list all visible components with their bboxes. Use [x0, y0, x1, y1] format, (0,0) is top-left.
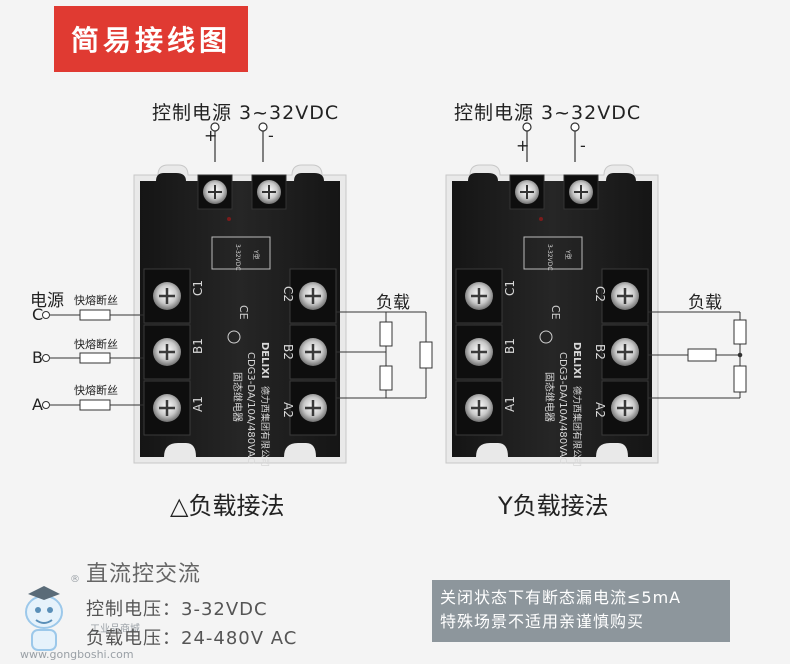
control-wires-wye: [522, 122, 580, 162]
fuse-label-a: 快熔断丝: [74, 384, 118, 397]
plus-terminal-label-wye: +: [516, 136, 530, 155]
caption-delta: △负载接法: [170, 492, 285, 520]
terminal-label-a1: A1: [191, 396, 205, 412]
caption-wye: Y负载接法: [498, 492, 609, 520]
watermark-mascot: ® 工业品商城 www.gongboshi.com: [14, 572, 144, 661]
notice-line-2: 特殊场景不适用亲谨慎购买: [440, 612, 645, 631]
module-type-text: 固态继电器: [543, 372, 556, 422]
spec-control-voltage: 控制电压：3-32VDC: [86, 599, 268, 620]
load-label-delta: 负载: [376, 293, 410, 313]
module-maker-text: 德力西集团有限公司: [259, 386, 271, 467]
module-y-mark: Y型: [252, 249, 260, 260]
terminal-label-a1: A1: [503, 396, 517, 412]
terminal-label-c1: C1: [191, 280, 205, 296]
plus-terminal-label-delta: +: [204, 126, 218, 145]
minus-terminal-label-delta: -: [268, 126, 274, 145]
fuse-c: [79, 309, 111, 321]
watermark-name: 工业品商城: [90, 624, 140, 635]
module-model-text: CDG3-DA/10A/480VAC: [557, 352, 568, 464]
spec-title: 直流控交流: [86, 562, 202, 587]
module-text-delta: C1 B1 A1 C2 B2 A2 3-32VDC Y型 固态继电器 CDG3-…: [191, 244, 295, 467]
power-source-label: 电源: [30, 291, 64, 311]
power-input-lines: [42, 309, 144, 411]
module-y-mark: Y型: [564, 249, 572, 260]
watermark-reg-mark: ®: [70, 574, 80, 585]
control-wires-delta: [210, 122, 268, 162]
fuse-label-b: 快熔断丝: [74, 338, 118, 351]
terminal-label-c2: C2: [281, 286, 295, 302]
notice-line-1: 关闭状态下有断态漏电流≤5mA: [440, 588, 682, 607]
terminal-label-a2: A2: [593, 402, 607, 418]
phase-label-a: A: [32, 395, 43, 414]
mascot-icon: [25, 586, 63, 651]
module-control-text: 3-32VDC: [546, 244, 553, 271]
spec-load-voltage: 负载电压：24-480V AC: [86, 628, 298, 649]
module-brand-text: DELIXI: [571, 342, 582, 379]
terminal-label-c2: C2: [593, 286, 607, 302]
terminal-label-b2: B2: [593, 344, 607, 360]
module-model-text: CDG3-DA/10A/480VAC: [245, 352, 256, 464]
terminal-label-a2: A2: [281, 402, 295, 418]
module-text-wye: C1 B1 A1 C2 B2 A2 3-32VDC Y型 固态继电器 CDG3-…: [503, 244, 607, 467]
phase-label-c: C: [32, 305, 44, 324]
fuse-b: [79, 352, 111, 364]
terminal-label-b1: B1: [191, 338, 205, 354]
terminal-label-c1: C1: [503, 280, 517, 296]
module-control-text: 3-32VDC: [234, 244, 241, 271]
diagram-title: 简易接线图: [54, 6, 248, 72]
watermark-url: www.gongboshi.com: [20, 648, 134, 661]
terminal-label-b2: B2: [281, 344, 295, 360]
module-type-text: 固态继电器: [231, 372, 244, 422]
delta-load-network: [336, 311, 433, 399]
wye-load-network: [648, 311, 747, 399]
load-label-wye: 负载: [688, 293, 722, 313]
module-brand-text: DELIXI: [259, 342, 270, 379]
phase-label-b: B: [32, 348, 43, 367]
control-power-label-wye: 控制电源 3~32VDC: [454, 102, 642, 124]
leakage-notice: 关闭状态下有断态漏电流≤5mA 特殊场景不适用亲谨慎购买: [432, 580, 730, 642]
module-maker-text: 德力西集团有限公司: [571, 386, 583, 467]
terminal-label-b1: B1: [503, 338, 517, 354]
fuse-label-c: 快熔断丝: [74, 294, 118, 307]
control-power-label-delta: 控制电源 3~32VDC: [152, 102, 340, 124]
minus-terminal-label-wye: -: [580, 136, 586, 155]
fuse-a: [79, 399, 111, 411]
